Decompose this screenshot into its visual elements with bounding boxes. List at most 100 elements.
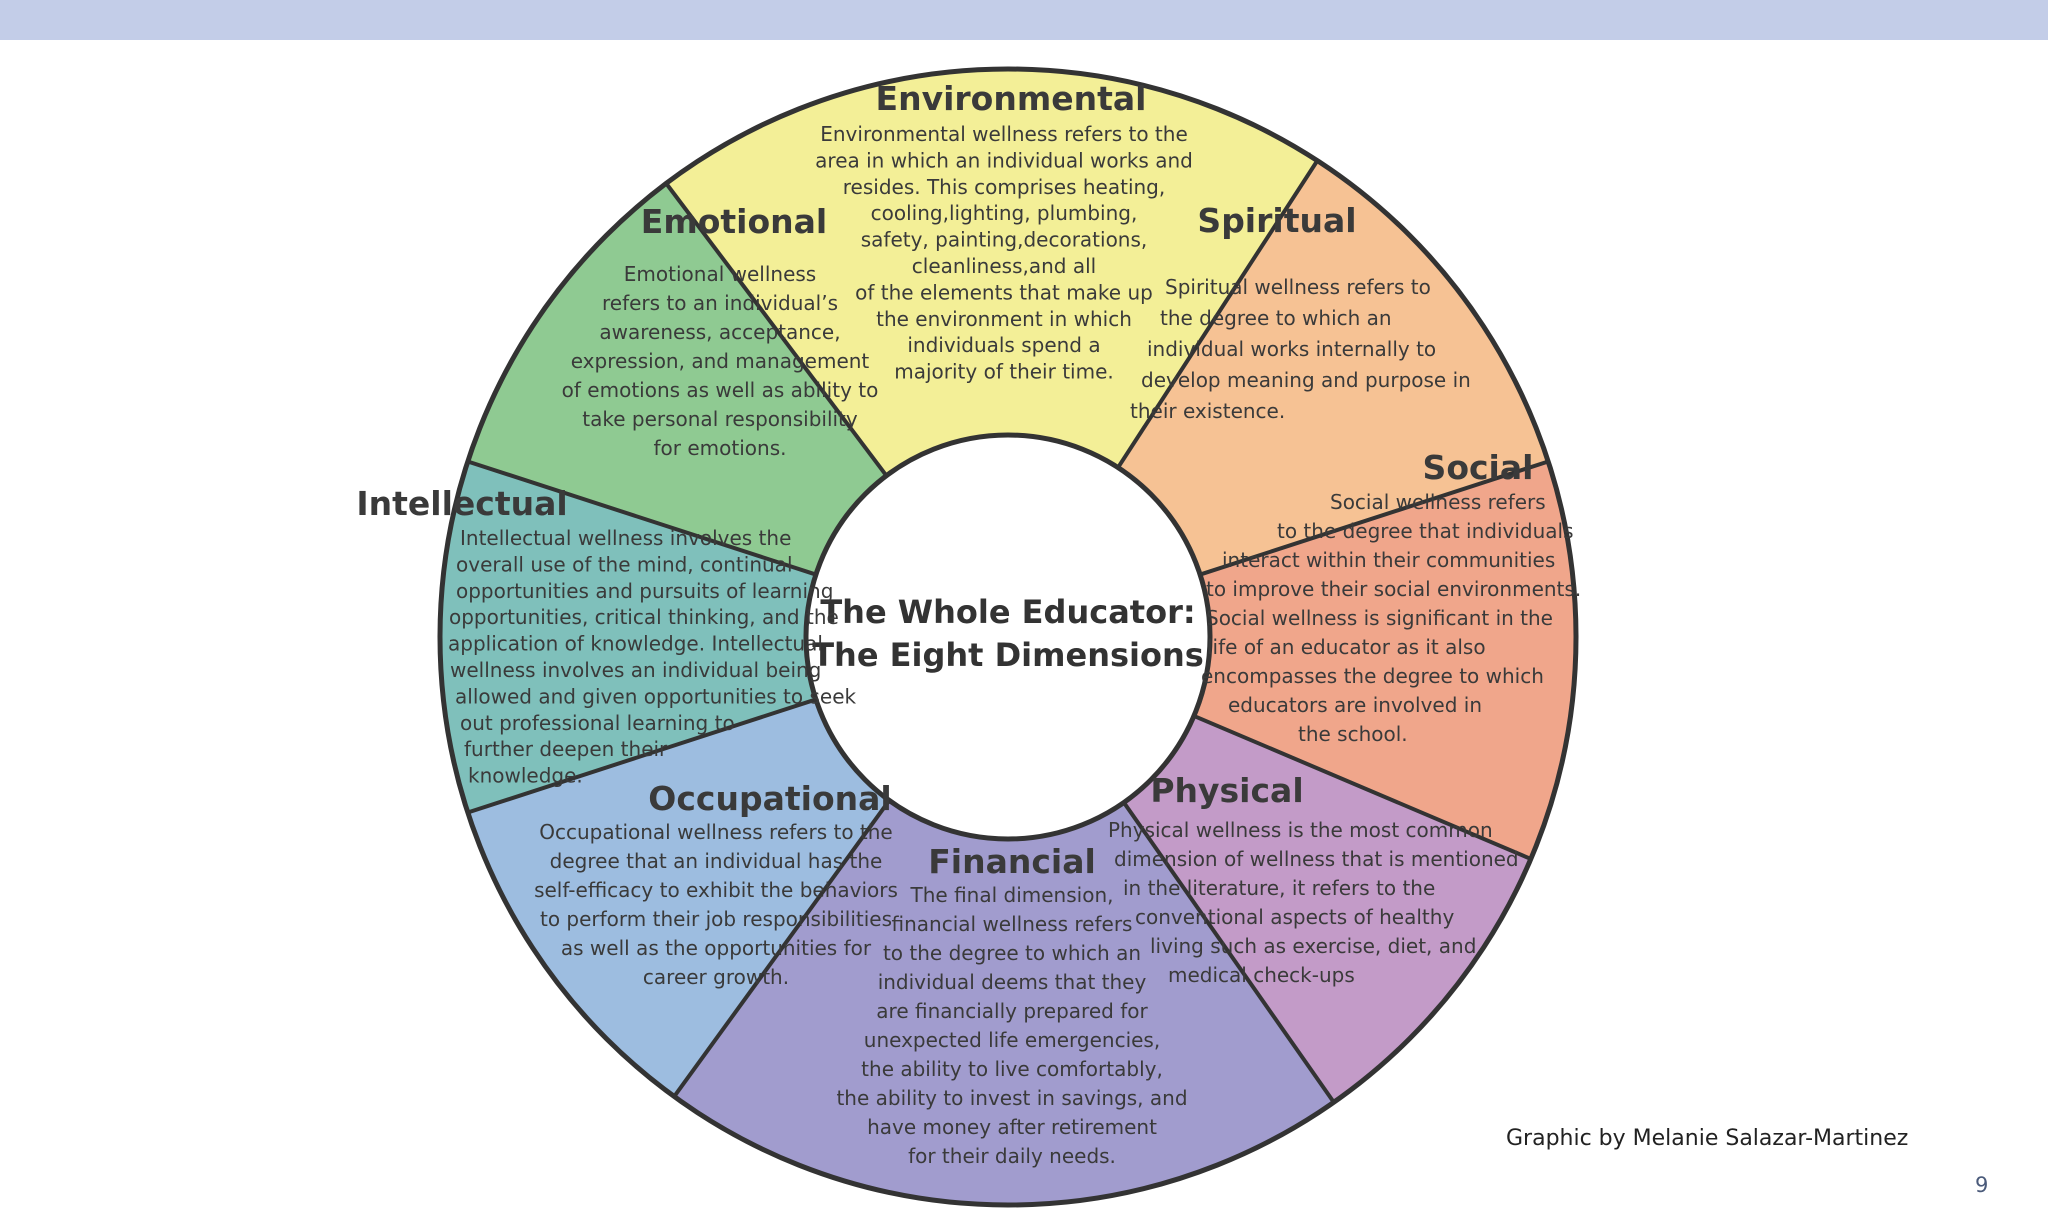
segment-body-line: Physical wellness is the most common — [1108, 818, 1493, 842]
segment-body-line: The final dimension, — [910, 883, 1114, 907]
segment-body-line: to the degree that individuals — [1277, 519, 1574, 543]
segment-body-line: career growth. — [643, 965, 789, 989]
segment-body-line: individual deems that they — [878, 970, 1147, 994]
segment-body-line: educators are involved in — [1228, 693, 1482, 717]
segment-body-line: wellness involves an individual being — [450, 658, 821, 682]
segment-body-line: self-efficacy to exhibit the behaviors — [534, 878, 898, 902]
segment-body-spiritual: Spiritual wellness refers to the degree t… — [1130, 275, 1471, 423]
segment-body-line: application of knowledge. Intellectual — [448, 632, 823, 656]
segment-body-line: the ability to live comfortably, — [861, 1057, 1163, 1081]
segment-body-line: their existence. — [1130, 399, 1285, 423]
segment-body-line: are financially prepared for — [876, 999, 1148, 1023]
segment-body-line: the school. — [1298, 722, 1408, 746]
segment-body-physical: Physical wellness is the most common dime… — [1108, 818, 1519, 987]
wheel-outer-ring — [437, 66, 1579, 1208]
segment-body-line: refers to an individual’s — [602, 291, 838, 315]
spoke-occupational — [672, 799, 891, 1098]
top-banner — [0, 0, 2048, 40]
segment-body-line: expression, and management — [571, 349, 870, 373]
segment-body-line: Environmental wellness refers to the — [820, 122, 1188, 146]
segment-body-line: the ability to invest in savings, and — [836, 1086, 1187, 1110]
segment-body-line: overall use of the mind, continual — [456, 552, 793, 576]
segment-title-spiritual: Spiritual — [1197, 201, 1356, 240]
segment-financial — [674, 637, 1334, 1205]
segment-body-line: Intellectual wellness involves the — [460, 526, 791, 550]
segment-body-line: the degree to which an — [1160, 306, 1392, 330]
segment-body-line: for their daily needs. — [908, 1144, 1116, 1168]
segment-body-line: awareness, acceptance, — [599, 320, 840, 344]
segment-body-line: further deepen their — [464, 737, 668, 761]
segment-body-line: to perform their job responsibilities — [540, 907, 892, 931]
segment-intellectual — [440, 461, 1008, 813]
center-title-line-1: The Whole Educator: — [820, 593, 1195, 631]
segment-title-financial: Financial — [928, 842, 1096, 881]
segment-body-line: Social wellness is significant in the — [1206, 606, 1553, 630]
segment-body-line: opportunities, critical thinking, and th… — [449, 605, 839, 629]
segment-body-line: cooling,lighting, plumbing, — [871, 201, 1138, 225]
segment-title-emotional: Emotional — [641, 202, 827, 241]
segment-body-line: for emotions. — [654, 436, 787, 460]
segment-body-line: Spiritual wellness refers to — [1165, 275, 1431, 299]
segment-body-emotional: Emotional wellness refers to an individua… — [562, 262, 879, 460]
segment-body-social: Social wellness refers to the degree that… — [1201, 490, 1581, 746]
segment-body-line: Emotional wellness — [624, 262, 816, 286]
segment-body-line: to improve their social environments. — [1206, 577, 1581, 601]
graphic-credit: Graphic by Melanie Salazar-Martinez — [1506, 1126, 1909, 1151]
segment-body-line: opportunities and pursuits of learning — [456, 579, 833, 603]
segment-body-line: interact within their communities — [1222, 548, 1555, 572]
segment-title-physical: Physical — [1150, 771, 1303, 810]
segment-body-line: area in which an individual works and — [815, 148, 1193, 172]
segment-body-line: resides. This comprises heating, — [843, 175, 1165, 199]
segment-body-line: encompasses the degree to which — [1201, 664, 1544, 688]
spoke-intellectual — [467, 697, 817, 815]
segment-body-line: safety, painting,decorations, — [861, 228, 1148, 252]
spoke-emotional — [467, 459, 817, 577]
page-number: 9 — [1975, 1173, 1989, 1197]
spoke-physical — [1193, 714, 1532, 861]
spoke-financial — [1122, 801, 1336, 1104]
segment-body-line: have money after retirement — [867, 1115, 1157, 1139]
segment-title-social: Social — [1423, 448, 1534, 487]
segment-title-environmental: Environmental — [876, 79, 1147, 118]
segment-body-line: dimension of wellness that is mentioned — [1114, 847, 1519, 871]
segment-title-occupational: Occupational — [648, 779, 891, 818]
segment-environmental — [666, 68, 1318, 637]
segment-body-line: the environment in which — [876, 307, 1132, 331]
segment-body-line: living such as exercise, diet, and — [1150, 934, 1476, 958]
segment-body-line: degree that an individual has the — [550, 849, 883, 873]
segment-body-line: unexpected life emergencies, — [864, 1028, 1160, 1052]
segment-body-line: financial wellness refers — [892, 912, 1133, 936]
segment-body-occupational: Occupational wellness refers to the degre… — [534, 820, 898, 989]
segment-body-line: conventional aspects of healthy — [1135, 905, 1454, 929]
segment-body-line: life of an educator as it also — [1207, 635, 1486, 659]
segment-body-line: Social wellness refers — [1330, 490, 1546, 514]
wheel-spokes — [467, 159, 1549, 1104]
segment-body-line: allowed and given opportunities to seek — [455, 684, 857, 708]
segment-body-line: take personal responsibility — [582, 407, 858, 431]
segment-body-line: of emotions as well as ability to — [562, 378, 879, 402]
segment-social — [1008, 461, 1576, 859]
segment-body-line: knowledge. — [468, 764, 583, 788]
segment-body-line: cleanliness,and all — [912, 254, 1096, 278]
segment-title-intellectual: Intellectual — [356, 484, 567, 523]
segment-body-line: to the degree to which an — [883, 941, 1141, 965]
spoke-social — [1199, 459, 1549, 577]
spoke-spiritual — [1116, 159, 1320, 469]
segment-body-line: out professional learning to — [460, 711, 735, 735]
segment-body-line: individual works internally to — [1147, 337, 1436, 361]
segment-body-line: in the literature, it refers to the — [1123, 876, 1435, 900]
wheel-center-hub — [803, 432, 1213, 842]
segment-body-line: medical check-ups — [1168, 963, 1355, 987]
segment-body-line: as well as the opportunities for — [561, 936, 872, 960]
center-title-line-2: The Eight Dimensions — [812, 636, 1204, 674]
segment-body-line: develop meaning and purpose in — [1141, 368, 1471, 392]
segment-body-line: Occupational wellness refers to the — [539, 820, 893, 844]
spoke-environmental — [664, 182, 889, 477]
segment-body-financial: The final dimension, financial wellness r… — [836, 883, 1187, 1168]
segment-body-line: of the elements that make up — [855, 280, 1153, 304]
segment-body-line: individuals spend a — [907, 333, 1100, 357]
